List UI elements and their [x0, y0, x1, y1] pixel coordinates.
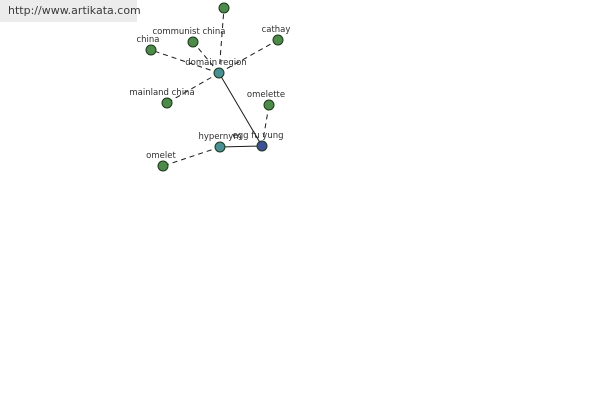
node-omelette[interactable]: [263, 99, 275, 111]
node-omelet[interactable]: [157, 160, 169, 172]
edge-domain-region-to-china: [150, 49, 220, 74]
edge-hypernym-to-egg-fu-yung: [219, 145, 263, 148]
node-egg-fu-yung[interactable]: [256, 140, 268, 152]
edge-domain-region-to-egg-fu-yung: [218, 72, 263, 147]
node-label-hypernym: hypernym: [198, 132, 241, 142]
edge-egg-fu-yung-to-omelette: [261, 104, 270, 147]
node-mainland-china[interactable]: [161, 97, 173, 109]
node-cathay[interactable]: [272, 34, 284, 46]
node-label-communist-china: communist china: [152, 27, 225, 37]
site-url-text: http://www.artikata.com: [8, 4, 141, 17]
node-label-mainland-china: mainland china: [129, 88, 194, 98]
node-communist-china[interactable]: [187, 36, 199, 48]
node-label-egg-fu-yung: egg fu yung: [232, 131, 283, 141]
edge-domain-region-to-cathay: [218, 39, 279, 74]
node-domain-region[interactable]: [213, 67, 225, 79]
node-top[interactable]: [218, 2, 230, 14]
node-hypernym[interactable]: [214, 141, 226, 153]
node-label-omelet: omelet: [146, 151, 176, 161]
site-url-banner: http://www.artikata.com: [0, 0, 141, 22]
edge-domain-region-to-top: [218, 7, 225, 74]
edge-hypernym-to-omelet: [162, 146, 221, 167]
node-label-china: china: [136, 35, 159, 45]
node-label-domain-region: domain region: [185, 58, 246, 68]
node-label-omelette: omelette: [247, 90, 285, 100]
edge-domain-region-to-communist-china: [192, 41, 220, 74]
edge-domain-region-to-mainland-china: [166, 72, 220, 104]
node-china[interactable]: [145, 44, 157, 56]
graph-edges: [150, 7, 279, 167]
node-label-cathay: cathay: [262, 25, 291, 35]
